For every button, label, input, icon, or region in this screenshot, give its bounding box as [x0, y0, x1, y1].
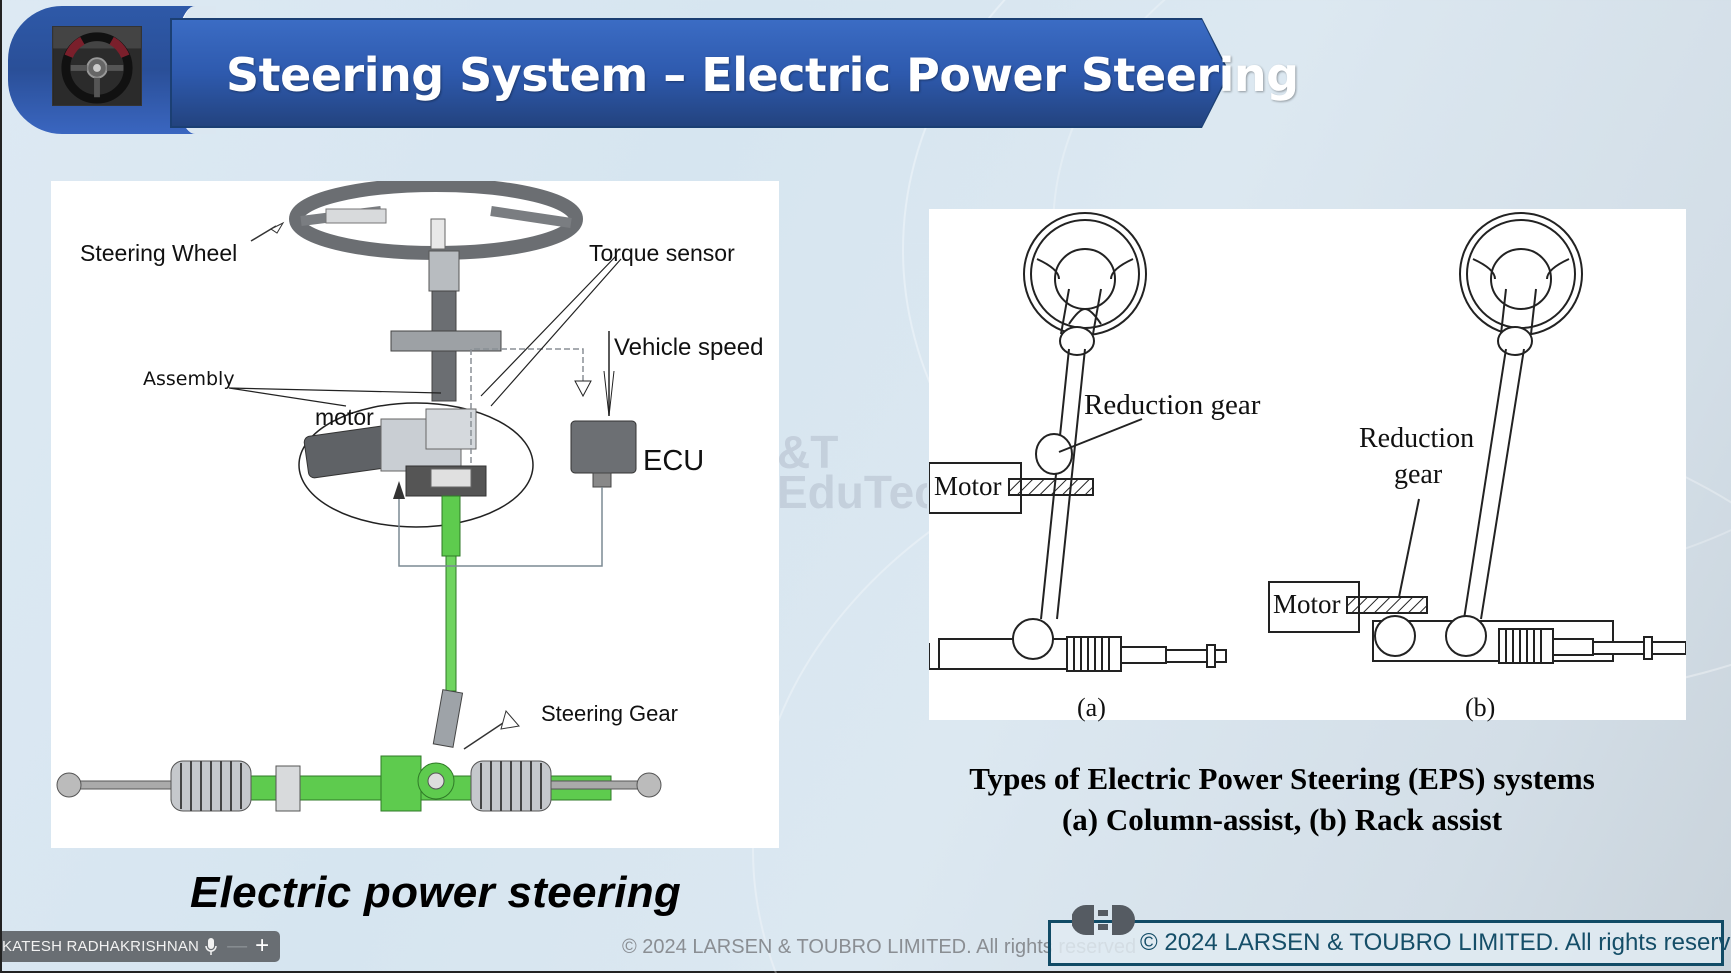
assembly-outline [298, 402, 534, 528]
watermark-line: &T [777, 432, 839, 478]
label-motor-b: Motor [1273, 589, 1341, 619]
label-steering-wheel: Steering Wheel [80, 240, 238, 266]
label-vehicle-speed: Vehicle speed [614, 334, 764, 361]
watermark: &T EduTec [777, 432, 927, 532]
rack-boot-right [470, 760, 552, 812]
label-torque-sensor: Torque sensor [589, 240, 735, 266]
steering-wheel-thumbnail-icon [52, 26, 142, 106]
left-figure-caption: Electric power steering [190, 868, 682, 917]
presenter-name: KATESH RADHAKRISHNAN [2, 938, 200, 955]
eps-component-diagram: Steering Wheel Torque sensor Vehicle spe… [51, 181, 779, 848]
page-title: Steering System – Electric Power Steerin… [226, 48, 1299, 102]
caption-line: (a) Column-assist, (b) Rack assist [1061, 802, 1503, 837]
zoom-in-button[interactable]: + [255, 931, 270, 959]
rack-assist-diagram [1268, 212, 1686, 664]
label-motor: motor [315, 404, 374, 430]
intermediate-shaft [441, 495, 461, 557]
microphone-icon[interactable] [205, 937, 217, 956]
label-reduction-gear-a: Reduction gear [1084, 389, 1261, 421]
eps-types-illustration [929, 212, 1686, 672]
presenter-bar: KATESH RADHAKRISHNAN — + [2, 931, 280, 962]
label-motor-a: Motor [934, 471, 1002, 501]
plug-icon [1072, 905, 1135, 935]
header-bar [172, 20, 1228, 126]
label-reduction-gear-b: gear [1394, 459, 1443, 490]
right-figure-caption: Types of Electric Power Steering (EPS) s… [902, 758, 1662, 840]
sublabel-b: (b) [1465, 693, 1496, 722]
label-steering-gear: Steering Gear [541, 701, 678, 726]
caption-line: Types of Electric Power Steering (EPS) s… [969, 761, 1595, 796]
label-reduction-gear-b: Reduction [1359, 423, 1475, 454]
copyright-ghost-text: © 2024 LARSEN & TOUBRO LIMITED. All righ… [622, 936, 1137, 958]
label-assembly: Assembly [143, 368, 235, 390]
column-assist-diagram [929, 212, 1227, 672]
ecu-box [570, 420, 637, 474]
sublabel-a: (a) [1077, 693, 1106, 722]
motor-shape [303, 425, 394, 479]
zoom-out-button[interactable]: — [227, 934, 248, 957]
rack-boot-left [170, 760, 252, 812]
copyright-box [1048, 920, 1724, 966]
eps-types-diagram: Reduction gear Motor Reduction gear Moto… [929, 209, 1686, 722]
watermark-line: EduTec [777, 466, 927, 518]
label-ecu: ECU [643, 445, 705, 477]
copyright-text: © 2024 LARSEN & TOUBRO LIMITED. All righ… [1140, 929, 1731, 956]
eps-illustration [56, 181, 662, 812]
